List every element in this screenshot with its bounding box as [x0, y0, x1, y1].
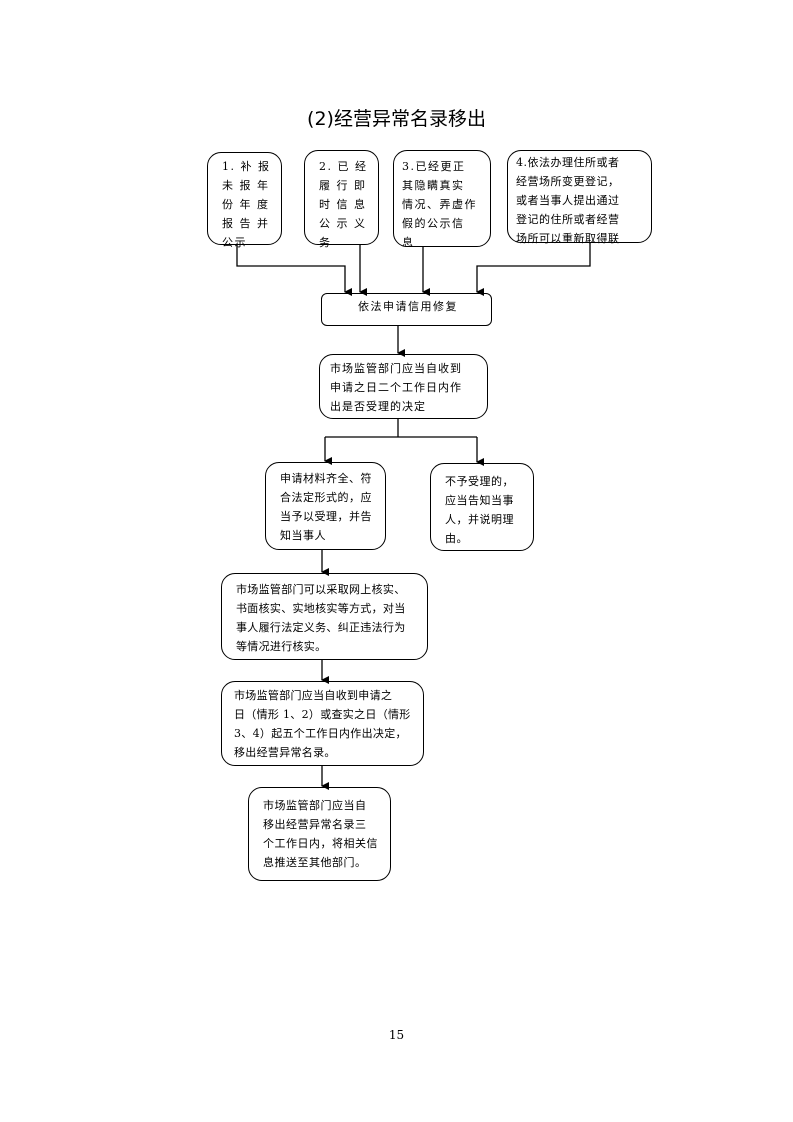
situation-box-1: 1. 补 报 未 报 年 份 年 度 报 告 并 公示	[207, 152, 282, 249]
acceptance-decision-box: 市场监管部门应当自收到 申请之日二个工作日内作 出是否受理的决定	[319, 354, 488, 419]
situation-box-3: 3.已经更正 其隐瞒真实 情况、弄虚作 假的公示信 息	[393, 150, 491, 249]
situation-box-2: 2. 已 经 履 行 即 时 信 息 公 示 义 务	[304, 150, 379, 249]
page-title: (2)经营异常名录移出	[307, 108, 486, 130]
apply-credit-repair-box: 依法申请信用修复	[321, 293, 492, 326]
rejected-box: 不予受理的， 应当告知当事 人，并说明理 由。	[430, 463, 534, 551]
arrow-4	[476, 242, 591, 296]
accepted-box: 申请材料齐全、符 合法定形式的，应 当予以受理，并告 知当事人	[265, 462, 386, 550]
verification-box: 市场监管部门可以采取网上核实、 书面核实、实地核实等方式，对当 事人履行法定义务…	[221, 573, 428, 660]
page-number: 15	[388, 1028, 405, 1042]
push-info-box: 市场监管部门应当自 移出经营异常名录三 个工作日内，将相关信 息推送至其他部门。	[248, 787, 391, 881]
arrow-1	[236, 244, 352, 296]
removal-decision-box: 市场监管部门应当自收到申请之 日（情形 1、2）或查实之日（情形 3、4）起五个…	[221, 681, 424, 766]
situation-box-4: 4.依法办理住所或者 经营场所变更登记， 或者当事人提出通过 登记的住所或者经营…	[507, 150, 652, 245]
